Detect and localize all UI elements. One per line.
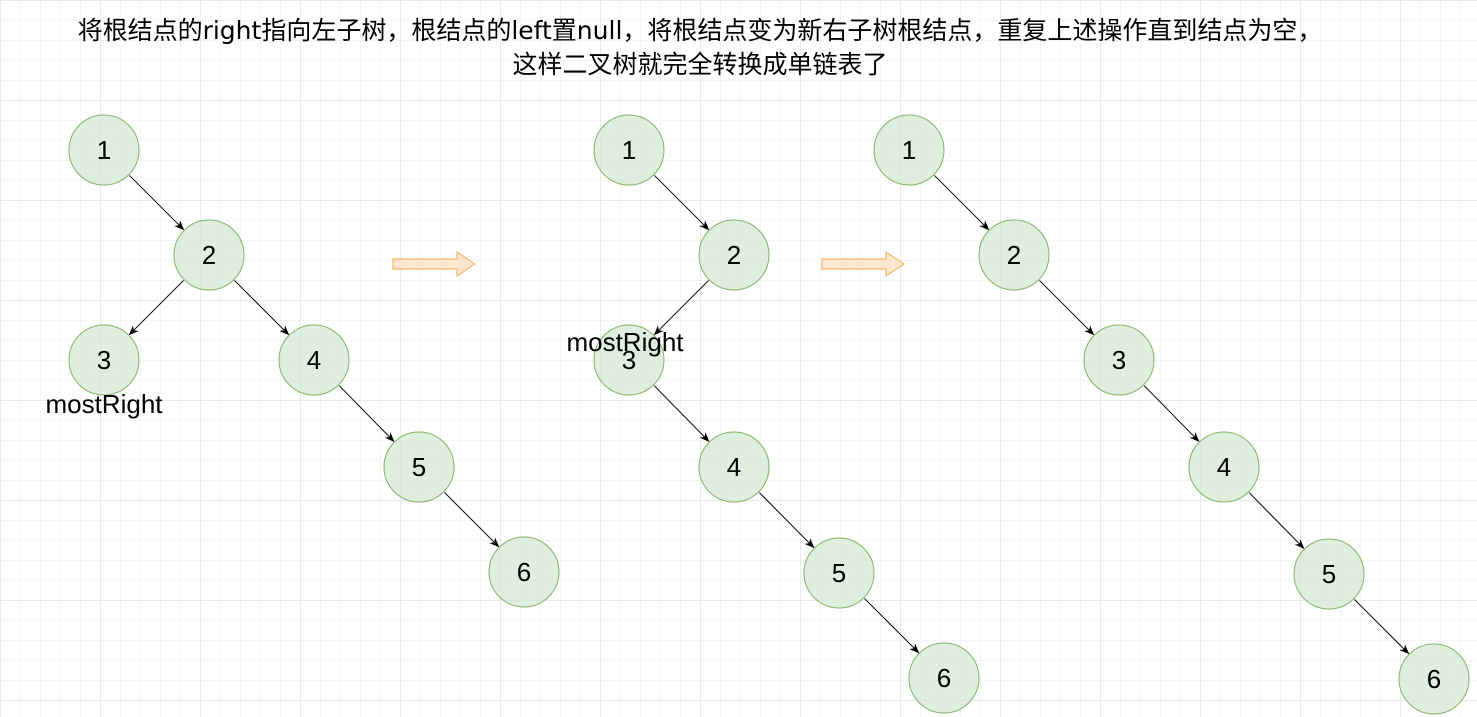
tree-3-node-2-label: 2 <box>1007 240 1021 270</box>
tree-1-node-1: 1 <box>68 114 140 186</box>
tree-1-node-4-circle <box>278 324 350 396</box>
tree-1-node-2-label: 2 <box>202 240 216 270</box>
tree-1-node-4: 4 <box>278 324 350 396</box>
tree-3-node-6-circle <box>1398 643 1470 715</box>
tree-3-node-6: 6 <box>1398 643 1470 715</box>
tree-2-node-2-label: 2 <box>727 240 741 270</box>
tree-1-node-3-circle <box>68 324 140 396</box>
tree-3-node-4: 4 <box>1188 431 1260 503</box>
tree-1-edge-4-5 <box>338 385 395 443</box>
tree-2-node-6-circle <box>908 642 980 714</box>
tree-2-edge-4-5 <box>758 492 815 549</box>
tree-2-node-3-label: 3 <box>622 345 636 375</box>
tree-3-node-2: 2 <box>978 219 1050 291</box>
tree-2-node-6: 6 <box>908 642 980 714</box>
tree-3-node-4-circle <box>1188 431 1260 503</box>
tree-3-node-1: 1 <box>873 114 945 186</box>
tree-2-edge-2-3 <box>653 280 709 336</box>
tree-3-edge-4-5 <box>1248 492 1305 550</box>
tree-2-node-5-label: 5 <box>832 558 846 588</box>
tree-3-node-1-circle <box>873 114 945 186</box>
transition-arrow-2-icon <box>821 250 906 278</box>
tree-2-node-1-label: 1 <box>622 135 636 165</box>
tree-2-edge-5-6 <box>864 598 920 654</box>
tree-3-node-2-circle <box>978 219 1050 291</box>
tree-1-edge-2-4 <box>234 280 290 336</box>
tree-1-node-4-label: 4 <box>307 345 321 375</box>
tree-1-node-3: 3 <box>68 324 140 396</box>
tree-2-node-5: 5 <box>803 537 875 609</box>
tree-1-node-6-label: 6 <box>517 557 531 587</box>
tree-3-node-3: 3 <box>1083 324 1155 396</box>
tree-2-node-5-circle <box>803 537 875 609</box>
tree-2-node-6-label: 6 <box>937 663 951 693</box>
tree-1-node-1-label: 1 <box>97 135 111 165</box>
tree-3-node-3-label: 3 <box>1112 345 1126 375</box>
tree-1-node-1-circle <box>68 114 140 186</box>
tree-3-node-6-label: 6 <box>1427 664 1441 694</box>
tree-1-node-2-circle <box>173 219 245 291</box>
tree-2-node-2-circle <box>698 219 770 291</box>
tree-3-edge-3-4 <box>1143 385 1200 443</box>
tree-2-node-3-circle <box>593 324 665 396</box>
tree-2-mostright-label: mostRight <box>566 327 684 357</box>
tree-2-edge-3-4 <box>653 385 710 443</box>
tree-3-node-3-circle <box>1083 324 1155 396</box>
tree-2-node-2: 2 <box>698 219 770 291</box>
tree-1-edge-2-3 <box>128 280 184 336</box>
tree-1-edge-1-2 <box>129 175 185 231</box>
tree-2-node-1-circle <box>593 114 665 186</box>
tree-2-node-3: 3 <box>593 324 665 396</box>
tree-1-node-5-label: 5 <box>412 452 426 482</box>
caption-line-2: 这样二叉树就完全转换成单链表了 <box>512 50 888 79</box>
tree-2-edge-1-2 <box>654 175 710 231</box>
tree-2-node-4-circle <box>698 431 770 503</box>
tree-3-node-4-label: 4 <box>1217 452 1231 482</box>
tree-3-edge-5-6 <box>1354 599 1410 655</box>
tree-3-node-5-circle <box>1293 538 1365 610</box>
tree-3-node-5: 5 <box>1293 538 1365 610</box>
tree-1-node-6-circle <box>488 536 560 608</box>
tree-2-node-4-label: 4 <box>727 452 741 482</box>
tree-2-node-1: 1 <box>593 114 665 186</box>
tree-3-edge-1-2 <box>934 175 990 231</box>
tree-1-node-6: 6 <box>488 536 560 608</box>
tree-1-edge-5-6 <box>444 492 500 548</box>
tree-3-edge-2-3 <box>1039 280 1095 336</box>
tree-1-node-5: 5 <box>383 431 455 503</box>
caption-line-1: 将根结点的right指向左子树，根结点的left置null，将根结点变为新右子树… <box>77 16 1323 45</box>
diagram-caption: 将根结点的right指向左子树，根结点的left置null，将根结点变为新右子树… <box>0 14 1400 82</box>
transition-arrow-1-icon <box>392 250 477 278</box>
tree-1-node-3-label: 3 <box>97 345 111 375</box>
tree-1-mostright-label: mostRight <box>45 389 163 419</box>
tree-1-node-5-circle <box>383 431 455 503</box>
tree-3-node-1-label: 1 <box>902 135 916 165</box>
tree-1-node-2: 2 <box>173 219 245 291</box>
tree-2-node-4: 4 <box>698 431 770 503</box>
tree-3-node-5-label: 5 <box>1322 559 1336 589</box>
